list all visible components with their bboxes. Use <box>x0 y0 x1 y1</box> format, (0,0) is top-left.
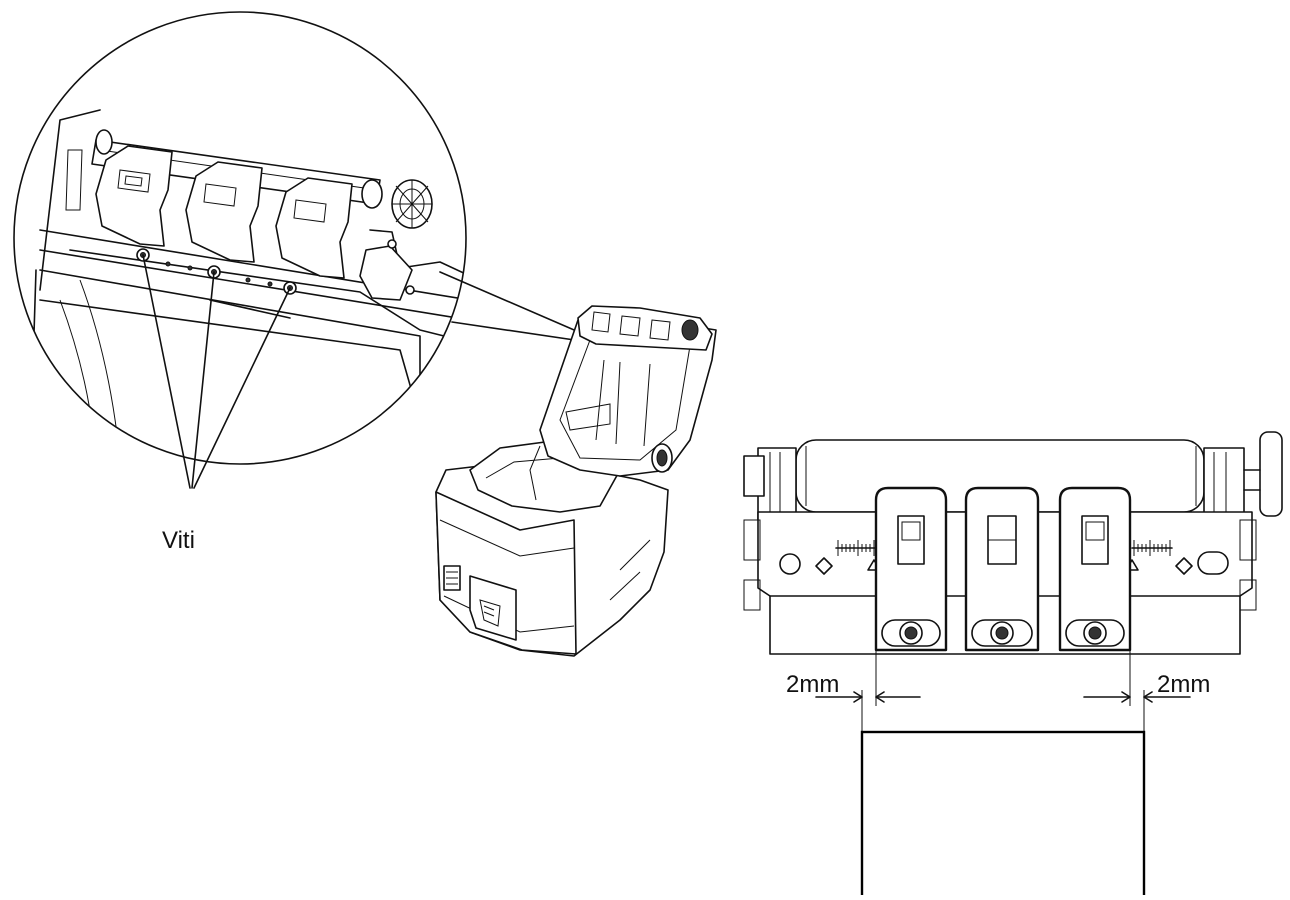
cutter-block-left <box>874 486 948 652</box>
paper-exit <box>469 575 517 641</box>
printer-isometric <box>435 305 717 657</box>
right-knob <box>1259 431 1283 517</box>
gap-left-label: 2mm <box>786 671 840 698</box>
gap-right-label: 2mm <box>1157 671 1211 698</box>
diamond-mark-left <box>815 557 833 575</box>
detail-gear <box>361 179 433 229</box>
paper-sheet <box>860 730 1146 900</box>
projection-line-bottom <box>451 321 589 343</box>
diamond-mark-right <box>1175 557 1193 575</box>
projection-line-top <box>439 271 589 337</box>
cutter-block-right <box>1058 486 1132 652</box>
detail-cutter-block-2 <box>185 161 263 263</box>
screw-left <box>904 626 918 640</box>
cutter-block-center <box>964 486 1040 652</box>
detail-cutter-block-3 <box>275 177 353 279</box>
screw-leader-lines <box>142 254 291 489</box>
screw-right <box>1088 626 1102 640</box>
cutter-front-view <box>743 431 1283 655</box>
detail-cutter-block-1 <box>95 145 173 247</box>
magnified-detail <box>13 11 589 489</box>
screw-center <box>995 626 1009 640</box>
screws-label: Viti <box>162 527 195 554</box>
dimension-annotations <box>815 650 1191 732</box>
